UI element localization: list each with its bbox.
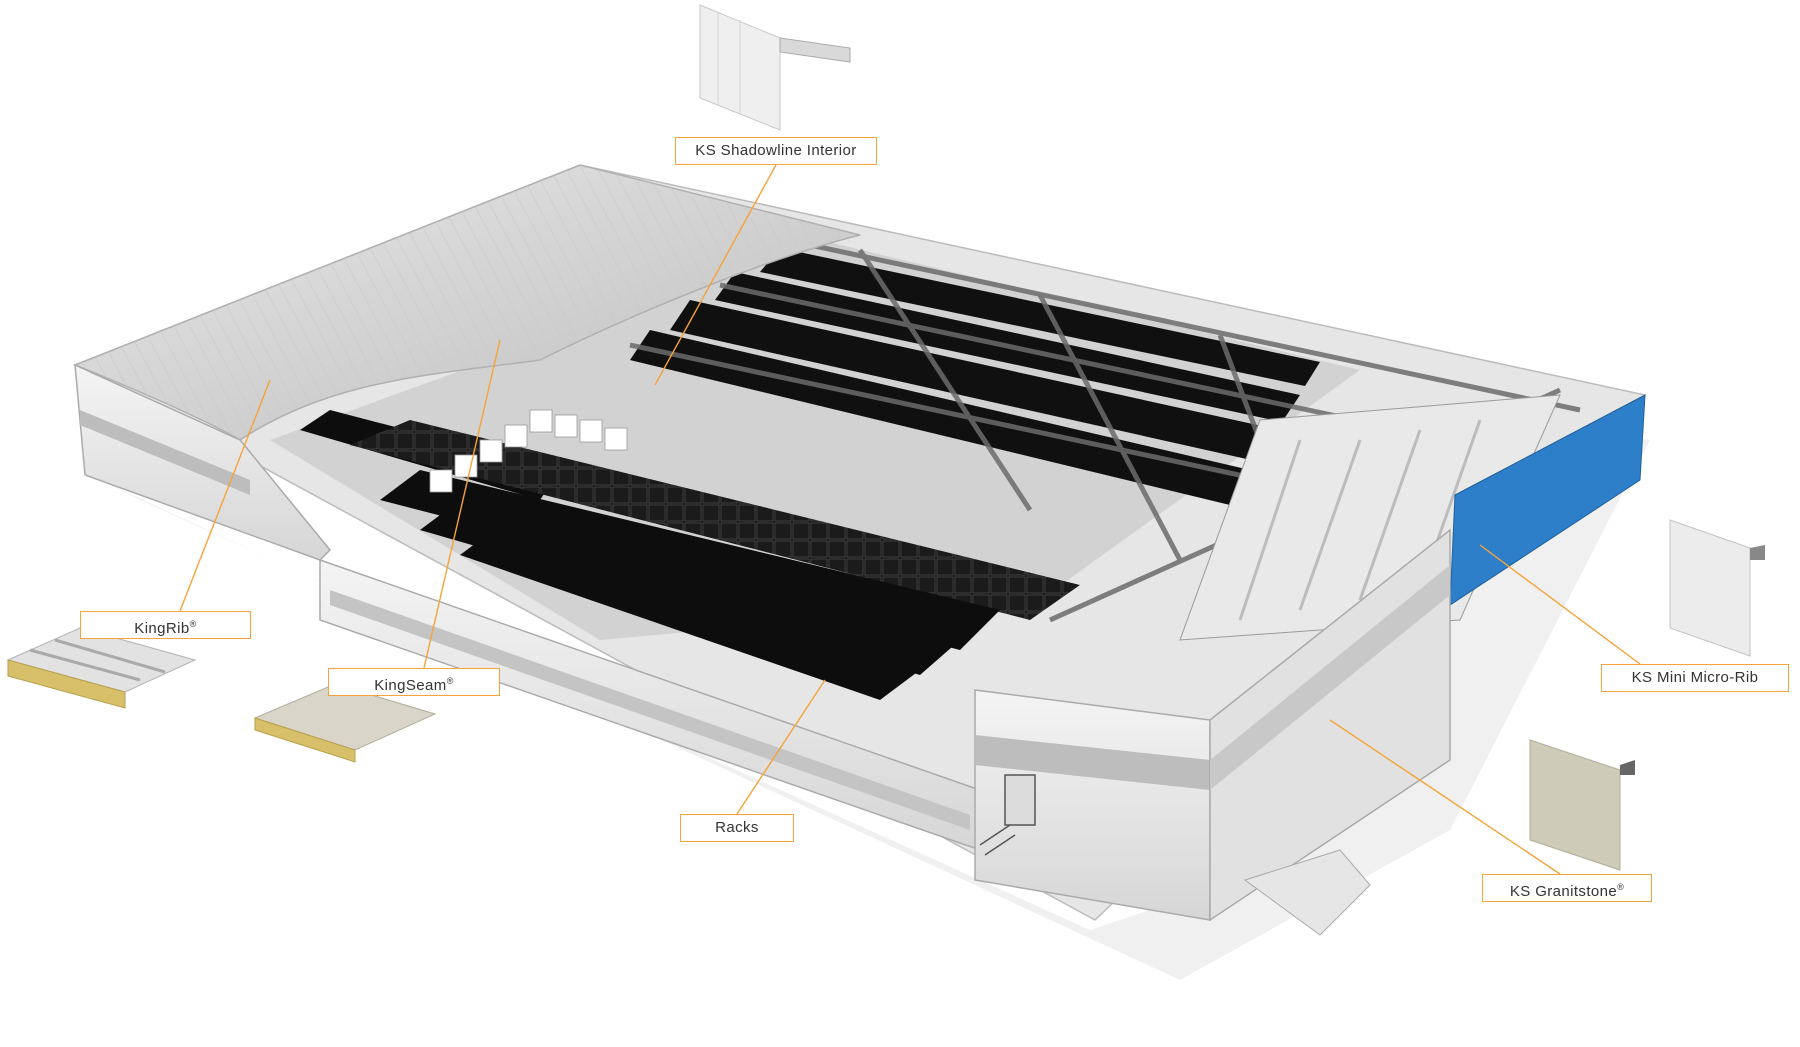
callout-leader-lines <box>179 164 1641 875</box>
callout-ks-mini-micro-rib-text: KS Mini Micro-Rib <box>1631 669 1759 686</box>
office-blue-cladding <box>1449 394 1646 606</box>
callout-kingseam: KingSeam® <box>328 668 500 696</box>
kingrib-panel-sample <box>6 627 197 709</box>
registered-mark: ® <box>189 619 197 629</box>
mini-micro-rib-panel-sample <box>1669 519 1765 657</box>
registered-mark: ® <box>446 676 454 686</box>
office-partitions <box>1238 419 1482 621</box>
callout-kingseam-text: KingSeam <box>374 677 447 694</box>
callout-ks-shadowline-interior: KS Shadowline Interior <box>675 137 877 165</box>
shadowline-panel-sample <box>699 4 851 131</box>
callout-ks-mini-micro-rib: KS Mini Micro-Rib <box>1601 664 1789 692</box>
callout-kingrib: KingRib® <box>80 611 251 639</box>
callout-racks-text: Racks <box>715 819 759 836</box>
callout-kingrib-text: KingRib <box>134 620 190 637</box>
callout-ks-shadowline-interior-text: KS Shadowline Interior <box>695 142 857 159</box>
callout-racks: Racks <box>680 814 794 842</box>
kingseam-panel-sample <box>253 683 437 763</box>
entrance-stair <box>979 774 1036 856</box>
callout-ks-granitstone-text: KS Granitstone <box>1509 883 1618 900</box>
callout-ks-granitstone: KS Granitstone® <box>1482 874 1652 902</box>
granitstone-panel-sample <box>1529 739 1635 871</box>
loading-ramp <box>1243 849 1371 936</box>
registered-mark: ® <box>1617 882 1625 892</box>
front-hall-rack-rows <box>300 410 1080 700</box>
